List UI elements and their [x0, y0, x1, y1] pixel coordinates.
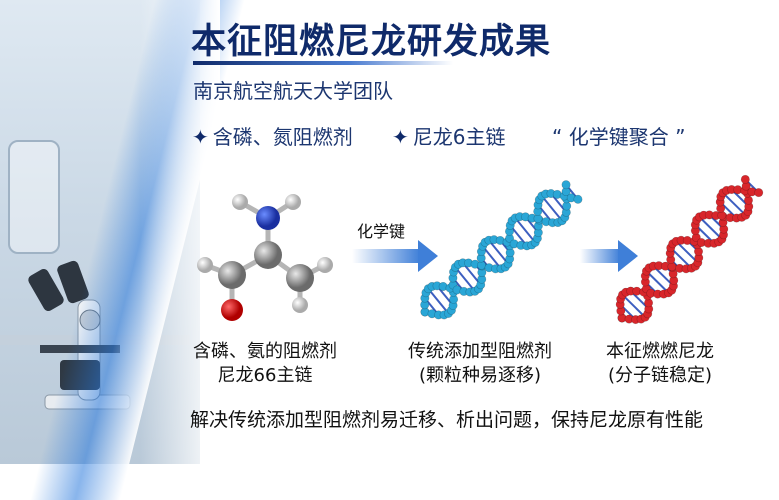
lab-glassware [8, 140, 60, 254]
caption-line: 尼龙66主链 [217, 365, 313, 386]
caption-flame-retardant: 含磷、氨的阻燃剂 尼龙66主链 [180, 340, 350, 388]
base-pair-rung [481, 245, 502, 270]
base-pair-rung [427, 288, 450, 315]
hydrogen-atom [292, 297, 308, 313]
hydrogen-atom [317, 257, 333, 273]
base-pair-rung [694, 224, 715, 244]
caption-line: 本征燃燃尼龙 [606, 341, 714, 362]
base-pair-rung [698, 216, 723, 240]
nitrogen-atom [256, 206, 280, 230]
caption-traditional: 传统添加型阻燃剂 (颗粒种易逐移) [390, 340, 570, 388]
base-pair-rung [645, 270, 670, 294]
arrow-label: 化学键 [357, 222, 406, 241]
dna-backbone-bead [754, 188, 764, 198]
feature-bullets: ✦含磷、氮阻燃剂 ✦尼龙6主链 “ 化学键聚合 ” [192, 121, 685, 150]
fade-overlay [140, 0, 220, 464]
carbon-atom [254, 241, 282, 269]
base-pair-rung [670, 247, 693, 269]
dna-backbone-bead [573, 194, 583, 204]
base-pair-rung [541, 195, 563, 222]
base-pair-rung [621, 294, 646, 318]
bullet-item: ✦含磷、氮阻燃剂 [192, 121, 392, 150]
arrow-chemical-bond [352, 240, 438, 272]
caption-intrinsic: 本征燃燃尼龙 (分子链稳定) [585, 340, 735, 388]
title-underline [193, 61, 453, 65]
hydrogen-atom [232, 194, 248, 210]
dna-backbone-bead [561, 180, 571, 190]
base-pair-rung [514, 217, 537, 244]
arrow-to-intrinsic [580, 240, 638, 272]
oxygen-atom [221, 299, 243, 321]
base-pair-rung [652, 265, 675, 287]
conclusion-text: 解决传统添加型阻燃剂易迁移、析出问题，保持尼龙原有性能 [190, 409, 704, 431]
lab-background-photo [0, 0, 250, 500]
base-pair-rung [675, 240, 699, 264]
base-pair-rung [509, 224, 528, 247]
dna-backbone-bead [740, 174, 750, 184]
diamond-icon: ✦ [192, 125, 209, 149]
hydrogen-atom [285, 194, 301, 210]
caption-line: 传统添加型阻燃剂 [408, 341, 552, 362]
diagram-graphics [197, 174, 764, 325]
bullet-label: 含磷、氮阻燃剂 [212, 125, 353, 149]
base-pair-rung [488, 239, 509, 265]
base-pair-rung [462, 262, 482, 286]
caption-line: (颗粒种易逐移) [418, 365, 542, 386]
caption-line: (分子链稳定) [607, 365, 713, 386]
diamond-icon: ✦ [392, 125, 409, 149]
base-pair-rung [722, 192, 747, 216]
carbon-atom [286, 264, 314, 292]
carbon-atom [218, 261, 246, 289]
base-pair-rung [629, 290, 650, 310]
bullet-item: “ 化学键聚合 ” [552, 125, 686, 149]
dna-helix-intrinsic [615, 174, 764, 325]
base-pair-rung [454, 266, 476, 292]
bullet-item: ✦尼龙6主链 [392, 121, 552, 150]
hydrogen-atom [197, 257, 213, 273]
dna-helix-traditional [420, 180, 583, 320]
caption-line: 含磷、氨的阻燃剂 [193, 341, 337, 362]
page-title: 本征阻燃尼龙研发成果 [191, 22, 552, 62]
molecule-model [197, 194, 333, 321]
subtitle: 南京航空航天大学团队 [193, 79, 393, 103]
bullet-label: 尼龙6主链 [412, 125, 506, 149]
base-pair-rung [436, 285, 454, 307]
